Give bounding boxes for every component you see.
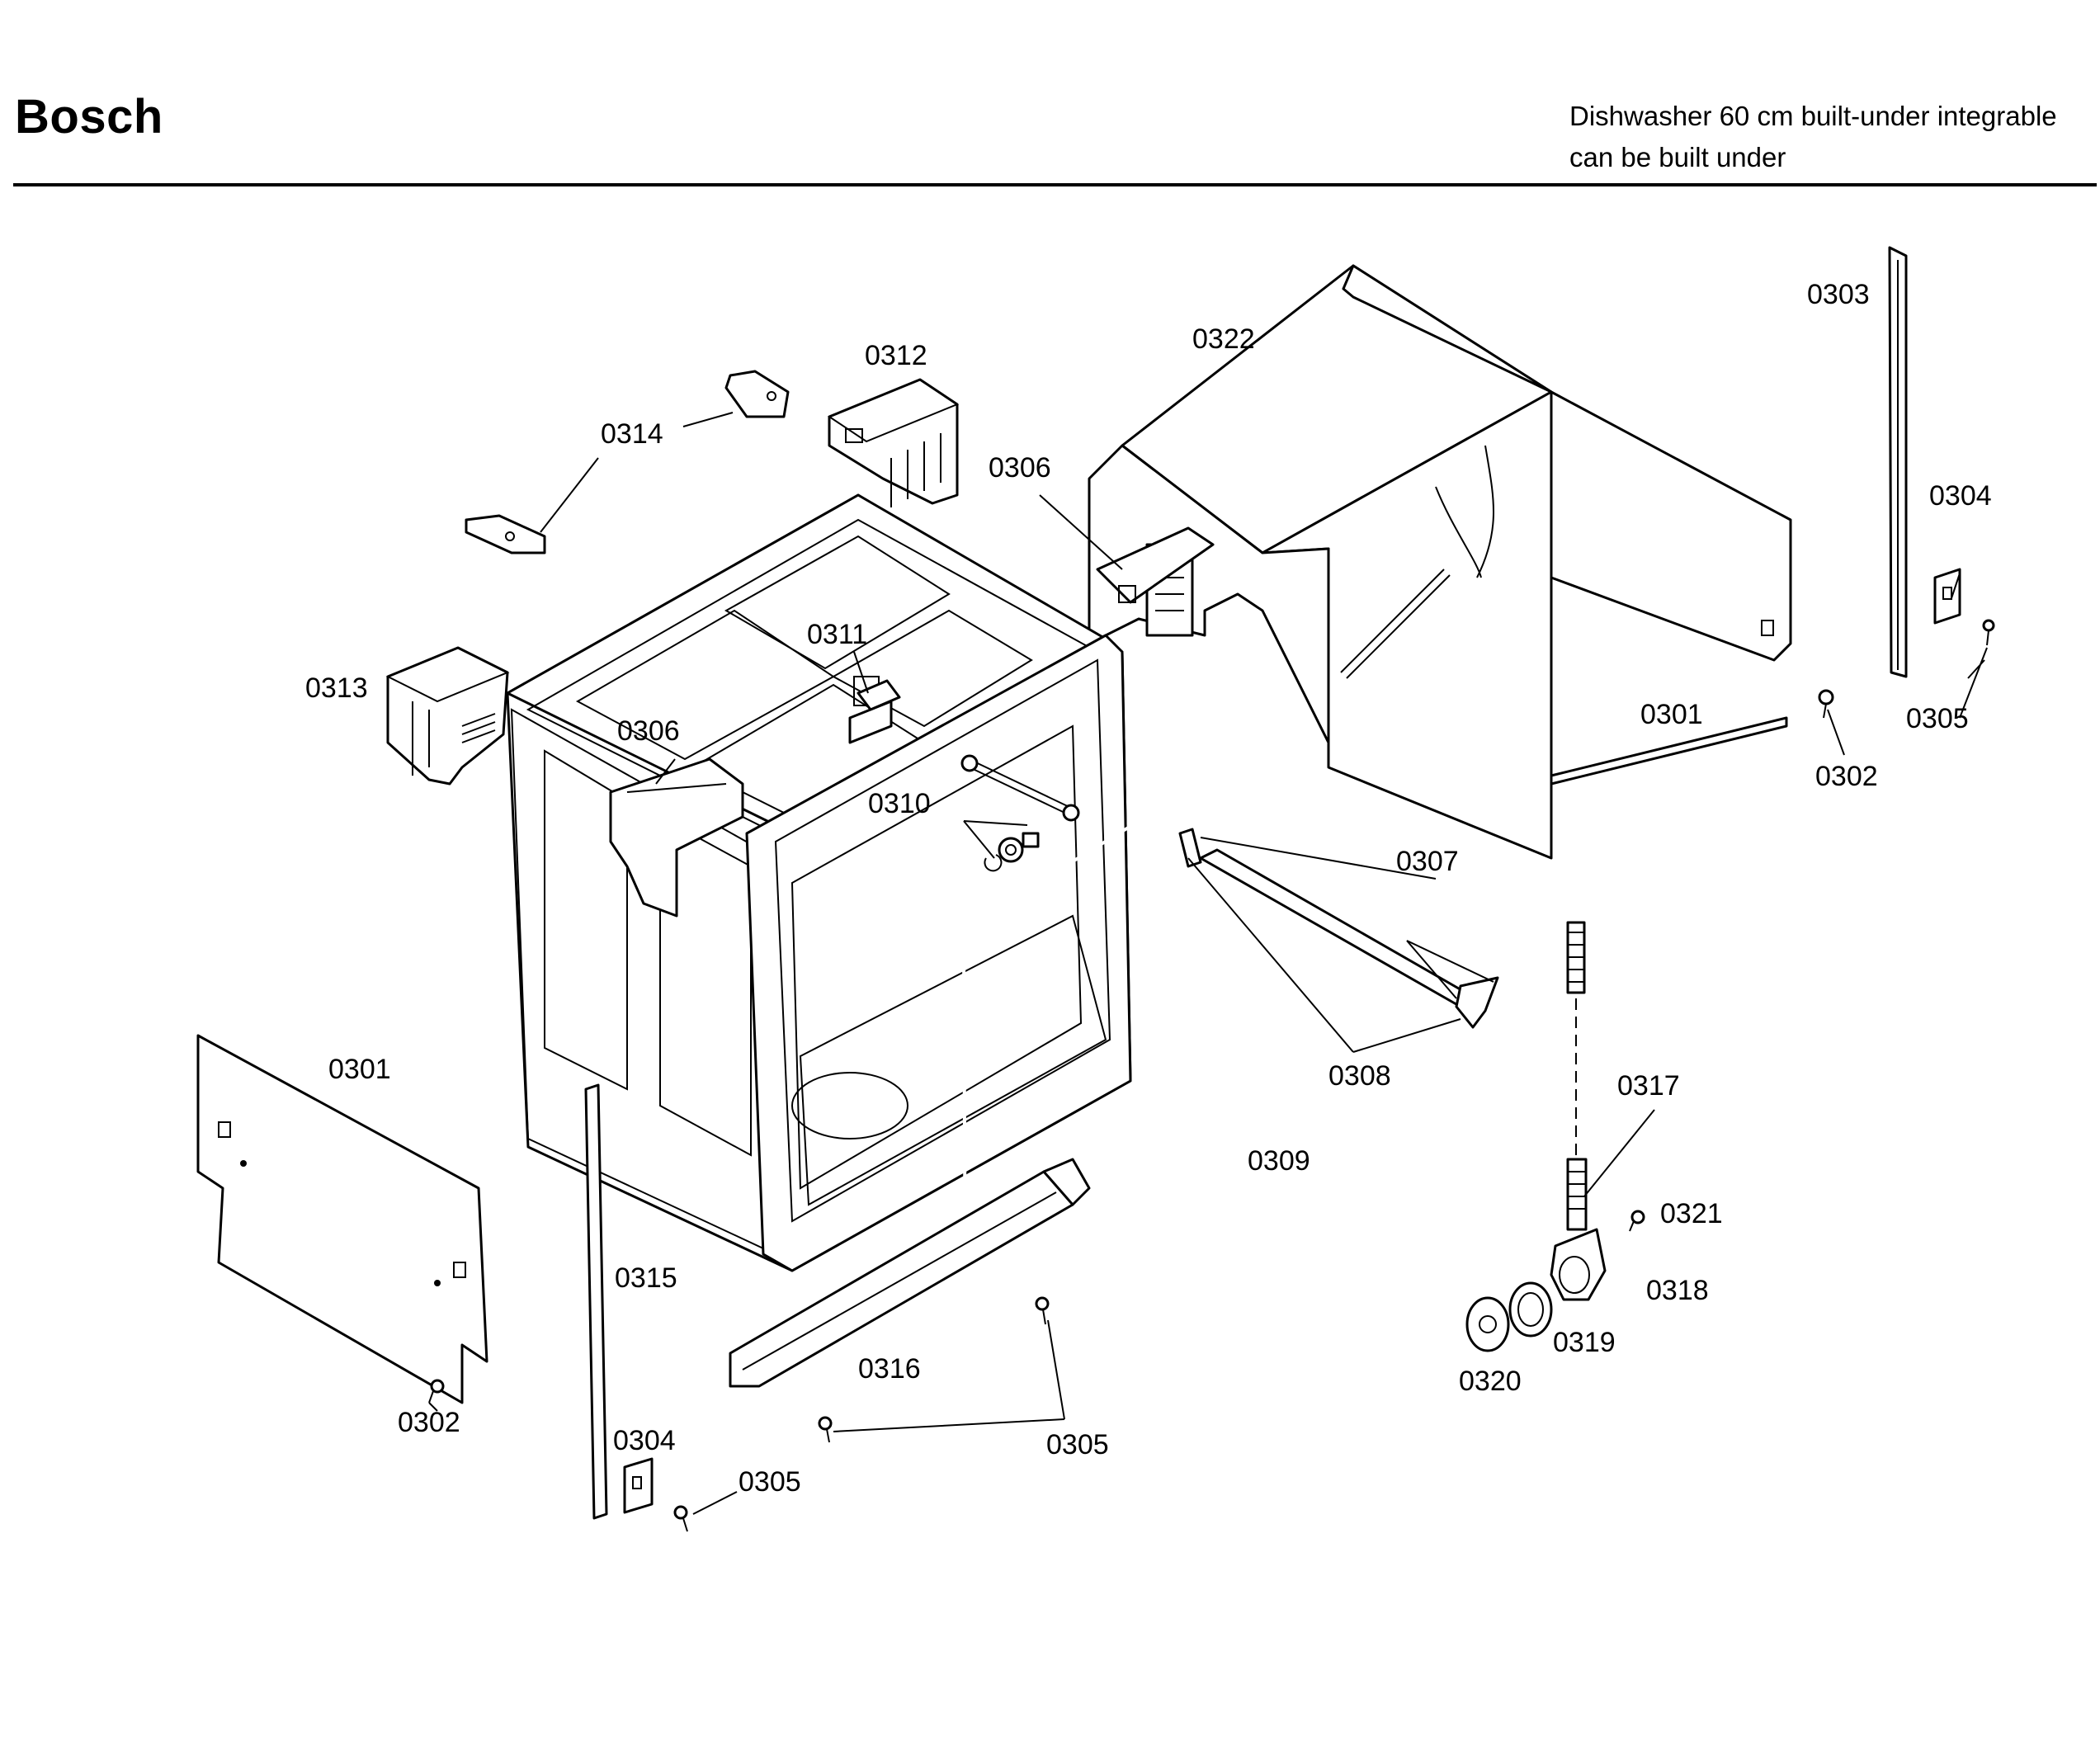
label-0307: 0307 <box>1396 846 1459 877</box>
label-0313: 0313 <box>305 672 368 704</box>
part-0304-clip-right <box>1933 568 1961 625</box>
label-0308: 0308 <box>1328 1060 1391 1092</box>
part-0315-seal-strip <box>584 1083 608 1520</box>
label-0321: 0321 <box>1660 1198 1723 1229</box>
label-0312: 0312 <box>865 340 927 371</box>
part-0305-screw-right <box>1982 619 1995 646</box>
label-0302-left: 0302 <box>398 1407 460 1438</box>
model-subdescription: can be built under <box>1569 142 1786 172</box>
part-0301-panel-right <box>1550 620 1788 786</box>
label-0317: 0317 <box>1617 1070 1680 1102</box>
part-0320-cap <box>1465 1296 1510 1352</box>
part-0301-panel-left <box>196 1034 488 1404</box>
label-0322: 0322 <box>1192 323 1255 355</box>
part-0321-screw <box>1629 1210 1645 1232</box>
label-0304-right: 0304 <box>1929 480 1992 512</box>
part-0322-casing <box>1088 264 1792 860</box>
part-0318-elbow <box>1550 1228 1607 1301</box>
part-0304-clip-left <box>623 1457 654 1514</box>
label-0310: 0310 <box>868 788 931 819</box>
leader-lines <box>428 412 1988 1515</box>
label-0316: 0316 <box>858 1353 921 1385</box>
label-0302-right: 0302 <box>1815 761 1878 792</box>
part-0303-side-trim <box>1888 246 1908 678</box>
label-0320: 0320 <box>1459 1366 1522 1397</box>
part-labels: 0312 0322 0303 0314 0306 0304 0311 0313 … <box>305 279 1992 1498</box>
header-divider <box>13 183 2097 186</box>
part-0302-screw-left <box>428 1379 445 1404</box>
label-0311: 0311 <box>807 619 867 650</box>
part-0305-screws <box>673 1296 1050 1532</box>
part-0316-base-rail <box>729 1158 1091 1388</box>
part-0302-screw-right <box>1818 689 1834 719</box>
label-0314: 0314 <box>601 418 663 450</box>
part-0314-brackets <box>465 370 790 554</box>
label-0301-left: 0301 <box>328 1054 391 1085</box>
label-0305-bottom: 0305 <box>1046 1429 1109 1460</box>
part-0313-module <box>385 646 510 786</box>
part-0306-bracket-tub <box>609 757 744 918</box>
part-0311-clip <box>857 679 901 711</box>
part-0319-ring <box>1508 1281 1553 1338</box>
part-0309-door-seal <box>961 745 1293 1321</box>
part-tub-body <box>506 493 1132 1272</box>
label-0305-left: 0305 <box>739 1466 801 1498</box>
label-0318: 0318 <box>1646 1275 1709 1306</box>
label-0303: 0303 <box>1807 279 1870 310</box>
label-0305-right: 0305 <box>1906 703 1969 734</box>
part-0317-hose <box>1566 921 1588 1231</box>
part-0310-hinge <box>960 754 1080 872</box>
label-0309: 0309 <box>1248 1145 1310 1177</box>
label-0304-left: 0304 <box>613 1425 676 1456</box>
label-0315: 0315 <box>615 1262 677 1294</box>
label-0319: 0319 <box>1553 1327 1616 1358</box>
brand-title: Bosch <box>15 90 163 144</box>
label-0306-tub: 0306 <box>617 715 680 747</box>
label-0306-top: 0306 <box>989 452 1051 484</box>
part-0307-rail <box>1178 828 1499 1029</box>
model-description: Dishwasher 60 cm built-under integrable <box>1569 101 2057 131</box>
part-0312-module <box>827 378 960 507</box>
label-0301-right: 0301 <box>1640 699 1703 730</box>
